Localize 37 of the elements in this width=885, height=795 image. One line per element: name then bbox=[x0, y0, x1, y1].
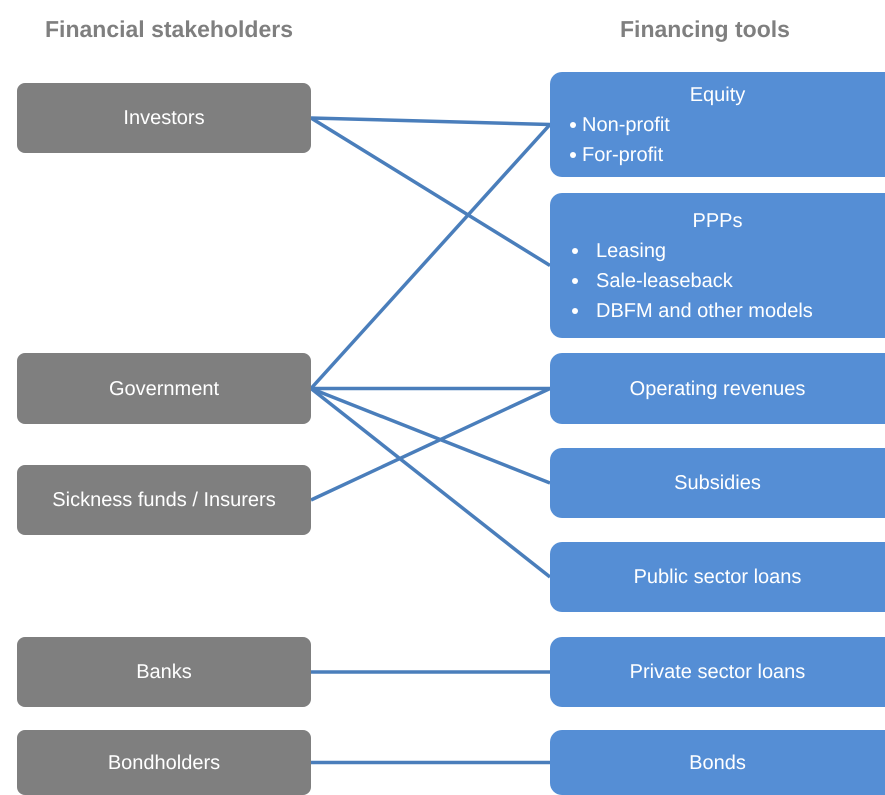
connector-line bbox=[310, 116, 550, 126]
box-label: Operating revenues bbox=[630, 376, 806, 402]
column-heading: Financial stakeholders bbox=[45, 15, 293, 44]
financing-tool-box bbox=[550, 72, 885, 177]
financing-tool-box bbox=[550, 193, 885, 338]
list-item-text: Leasing bbox=[596, 238, 666, 264]
box-label: Subsidies bbox=[674, 471, 761, 496]
box-label: Government bbox=[108, 376, 220, 402]
connector-line bbox=[310, 123, 552, 390]
column-heading: Financing tools bbox=[620, 15, 790, 44]
stakeholder-box bbox=[17, 465, 311, 535]
connector-line bbox=[311, 670, 550, 674]
stakeholder-box bbox=[17, 637, 311, 707]
stakeholder-box bbox=[17, 730, 311, 795]
financing-tool-box bbox=[550, 730, 885, 795]
box-label: Bondholders bbox=[108, 750, 220, 776]
connector-line bbox=[311, 760, 550, 764]
list-item-text: For-profit bbox=[582, 142, 664, 168]
connector-line bbox=[310, 116, 551, 267]
stakeholder-box bbox=[17, 83, 311, 153]
financing-tool-box bbox=[550, 542, 885, 612]
financing-tool-box bbox=[550, 637, 885, 707]
box-label: Investors bbox=[123, 106, 205, 131]
financing-tool-box bbox=[550, 448, 885, 518]
box-label: Public sector loans bbox=[634, 565, 802, 590]
financing-tool-box bbox=[550, 353, 885, 424]
box-label: Bonds bbox=[689, 750, 746, 776]
box-label: Private sector loans bbox=[630, 660, 806, 685]
connector-line bbox=[311, 386, 550, 390]
list-item-text: Non-profit bbox=[582, 112, 670, 138]
box-label: Equity bbox=[690, 82, 746, 108]
box-label: PPPs bbox=[692, 208, 743, 234]
box-label: Banks bbox=[136, 660, 192, 685]
list-item-text: DBFM and other models bbox=[596, 298, 813, 324]
stakeholder-box bbox=[17, 353, 311, 424]
list-item-text: Sale-leaseback bbox=[596, 268, 733, 294]
box-label: Sickness funds / Insurers bbox=[52, 488, 276, 513]
